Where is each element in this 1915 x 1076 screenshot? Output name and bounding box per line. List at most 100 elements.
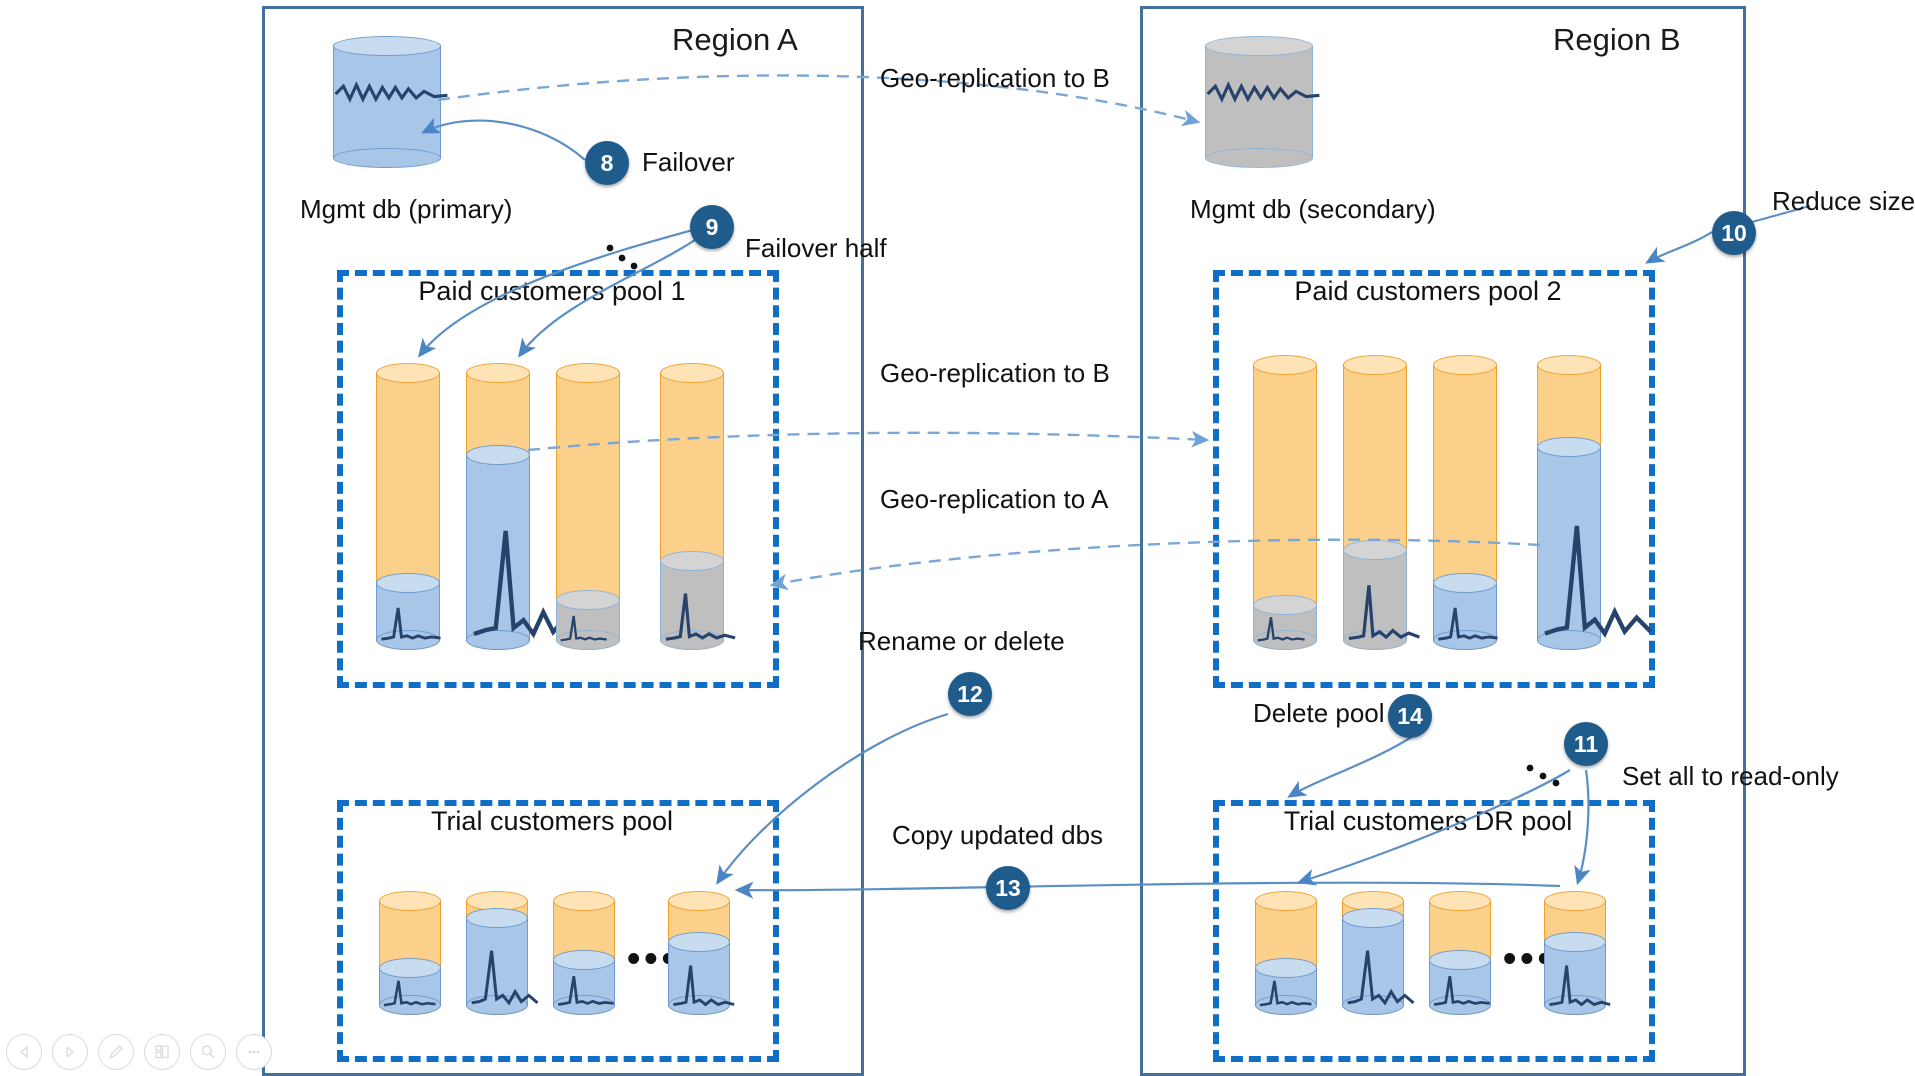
more-icon[interactable] xyxy=(236,1034,272,1070)
cylinder-bottom xyxy=(1342,995,1404,1015)
cylinder-bottom xyxy=(1255,995,1317,1015)
step-9-label: Failover half xyxy=(745,233,887,263)
trial-dr-pool-ellipsis: ••• xyxy=(1503,938,1555,980)
db-fill-cylinder xyxy=(660,551,736,650)
mgmt-db-secondary-label: Mgmt db (secondary) xyxy=(1190,194,1436,224)
cylinder-top xyxy=(660,551,724,571)
cylinder-top xyxy=(1544,891,1606,911)
mgmt-db-primary-label: Mgmt db (primary) xyxy=(300,194,513,224)
mgmt-db-primary-cylinder xyxy=(333,36,448,168)
cylinder-bottom xyxy=(379,995,441,1015)
cylinder-top xyxy=(376,363,440,383)
cylinder-top xyxy=(1433,355,1497,375)
step-12-badge[interactable]: 12 xyxy=(948,672,992,716)
cylinder-bottom xyxy=(553,995,615,1015)
db-fill-cylinder xyxy=(1433,573,1498,650)
cylinder-bottom xyxy=(1205,148,1313,168)
layout-icon[interactable] xyxy=(144,1034,180,1070)
db-fill-cylinder xyxy=(466,445,581,650)
cylinder-body xyxy=(1343,549,1407,641)
geo-replication-top-label: Geo-replication to B xyxy=(880,63,1110,93)
cylinder-body xyxy=(1537,446,1601,641)
cylinder-top xyxy=(466,908,528,928)
cylinder-bottom xyxy=(333,148,441,168)
cylinder-top xyxy=(379,891,441,911)
db-fill-cylinder xyxy=(1253,595,1317,650)
cylinder-bottom xyxy=(1429,995,1491,1015)
db-fill-cylinder xyxy=(1544,932,1611,1015)
cylinder-bottom xyxy=(660,630,724,650)
region-a-title: Region A xyxy=(672,22,798,57)
cylinder-top xyxy=(466,445,530,465)
step-10-label: Reduce size xyxy=(1772,186,1915,216)
cylinder-top xyxy=(1429,891,1491,911)
cylinder-top xyxy=(1253,595,1317,615)
previous-icon[interactable] xyxy=(6,1034,42,1070)
region-b-title: Region B xyxy=(1553,22,1681,57)
step-9-badge[interactable]: 9 xyxy=(690,205,734,249)
db-fill-cylinder xyxy=(668,932,735,1015)
paid-pool-1-title: Paid customers pool 1 xyxy=(418,276,686,306)
cylinder-top xyxy=(660,363,724,383)
cylinder-body xyxy=(466,454,530,641)
paid-pool-2-box xyxy=(1213,270,1655,688)
cylinder-top xyxy=(1433,573,1497,593)
db-fill-cylinder xyxy=(1255,958,1317,1015)
cylinder-bottom xyxy=(1253,630,1317,650)
cylinder-top xyxy=(1537,355,1601,375)
step-8-label: Failover xyxy=(642,147,735,177)
cylinder-bottom xyxy=(668,995,730,1015)
db-fill-cylinder xyxy=(1537,437,1653,650)
step-8-badge[interactable]: 8 xyxy=(585,141,629,185)
cylinder-bottom xyxy=(1433,630,1497,650)
cylinder-top xyxy=(553,891,615,911)
mgmt-db-secondary-cylinder xyxy=(1205,36,1320,168)
trial-pool-box xyxy=(337,800,779,1062)
trial-dr-pool-title: Trial customers DR pool xyxy=(1283,806,1573,836)
cylinder-top xyxy=(556,590,620,610)
presentation-toolbar xyxy=(6,1034,272,1070)
cylinder-top xyxy=(379,958,441,978)
db-fill-cylinder xyxy=(553,950,615,1015)
db-fill-cylinder xyxy=(376,573,441,650)
cylinder-top xyxy=(1537,437,1601,457)
step-10-badge[interactable]: 10 xyxy=(1712,211,1756,255)
cylinder-top xyxy=(1255,958,1317,978)
cylinder-body xyxy=(660,560,724,641)
cylinder-top xyxy=(1343,540,1407,560)
db-fill-cylinder xyxy=(556,590,620,650)
step-14-label: Delete pool xyxy=(1253,698,1385,728)
cylinder-bottom xyxy=(466,995,528,1015)
db-fill-cylinder xyxy=(379,958,441,1015)
cylinder-top xyxy=(668,891,730,911)
zoom-icon[interactable] xyxy=(190,1034,226,1070)
step-13-label: Copy updated dbs xyxy=(892,820,1104,850)
trial-pool-title: Trial customers pool xyxy=(430,806,674,836)
step-11-badge[interactable]: 11 xyxy=(1564,722,1608,766)
cylinder-top xyxy=(1342,908,1404,928)
trial-pool-ellipsis: ••• xyxy=(627,938,679,980)
cylinder-top xyxy=(556,363,620,383)
cylinder-bottom xyxy=(466,630,530,650)
cylinder-bottom xyxy=(376,630,440,650)
cylinder-top xyxy=(1255,891,1317,911)
pen-icon[interactable] xyxy=(98,1034,134,1070)
geo-replication-mid-a-label: Geo-replication to A xyxy=(880,484,1109,514)
geo-replication-mid-b-label: Geo-replication to B xyxy=(880,358,1110,388)
cylinder-bottom xyxy=(1343,630,1407,650)
cylinder-top xyxy=(1205,36,1313,56)
step-14-badge[interactable]: 14 xyxy=(1388,694,1432,738)
paid-pool-2-title: Paid customers pool 2 xyxy=(1294,276,1562,306)
cylinder-top xyxy=(466,363,530,383)
step-13-badge[interactable]: 13 xyxy=(986,866,1030,910)
cylinder-body xyxy=(1342,917,1404,1006)
next-icon[interactable] xyxy=(52,1034,88,1070)
db-fill-cylinder xyxy=(466,908,539,1015)
cylinder-bottom xyxy=(556,630,620,650)
db-fill-cylinder xyxy=(1429,950,1491,1015)
db-fill-cylinder xyxy=(1342,908,1415,1015)
cylinder-top xyxy=(1429,950,1491,970)
step-12-label: Rename or delete xyxy=(858,626,1065,656)
cylinder-top xyxy=(668,932,730,952)
